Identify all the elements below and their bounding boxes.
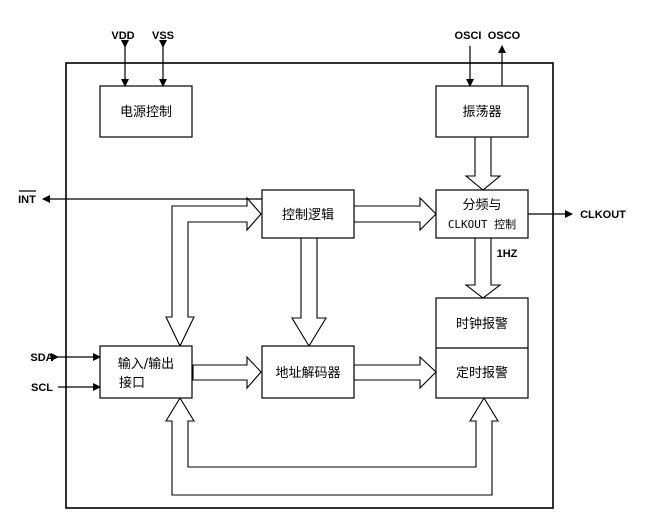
io-interface-label-line1: 输入/输出 bbox=[118, 356, 174, 372]
address-decoder-label: 地址解码器 bbox=[275, 366, 340, 381]
io-logic-bus-arrow bbox=[165, 196, 262, 348]
control-logic-label: 控制逻辑 bbox=[282, 208, 334, 223]
divider-to-alarm-arrow bbox=[464, 237, 502, 299]
osco-label: OSCO bbox=[488, 30, 521, 42]
control-logic-box bbox=[261, 189, 355, 239]
power-control-box bbox=[99, 85, 193, 138]
divider-label-line1: 分频与 bbox=[462, 198, 501, 213]
address-decoder-box bbox=[261, 345, 355, 399]
power-control-label: 电源控制 bbox=[120, 105, 172, 120]
sda-label: SDA bbox=[30, 352, 53, 364]
io-alarm-loop-arrow bbox=[165, 396, 499, 496]
io-interface-box bbox=[99, 345, 193, 399]
int-label: INT bbox=[18, 194, 36, 206]
oscillator-box bbox=[435, 85, 529, 138]
clock-alarm-label: 时钟报警 bbox=[456, 316, 508, 332]
vss-label: VSS bbox=[152, 30, 174, 42]
vdd-label: VDD bbox=[111, 30, 134, 42]
oscillator-label: 振荡器 bbox=[462, 105, 501, 120]
osci-label: OSCI bbox=[455, 30, 482, 42]
divider-label-line2: CLKOUT 控制 bbox=[448, 217, 516, 231]
osc-to-divider-arrow bbox=[464, 136, 502, 191]
io-to-decoder-arrow bbox=[192, 355, 262, 390]
chip-outline bbox=[65, 62, 554, 509]
one-hz-label: 1HZ bbox=[497, 248, 518, 260]
divider-box bbox=[435, 189, 529, 239]
logic-to-divider-arrow bbox=[353, 196, 437, 232]
decoder-to-alarm-arrow bbox=[353, 355, 437, 390]
io-interface-label-line2: 接口 bbox=[119, 375, 145, 391]
logic-to-decoder-arrow bbox=[291, 237, 327, 348]
scl-label: SCL bbox=[31, 382, 53, 394]
timer-alarm-label: 定时报警 bbox=[456, 365, 508, 381]
clkout-label: CLKOUT bbox=[580, 209, 626, 221]
